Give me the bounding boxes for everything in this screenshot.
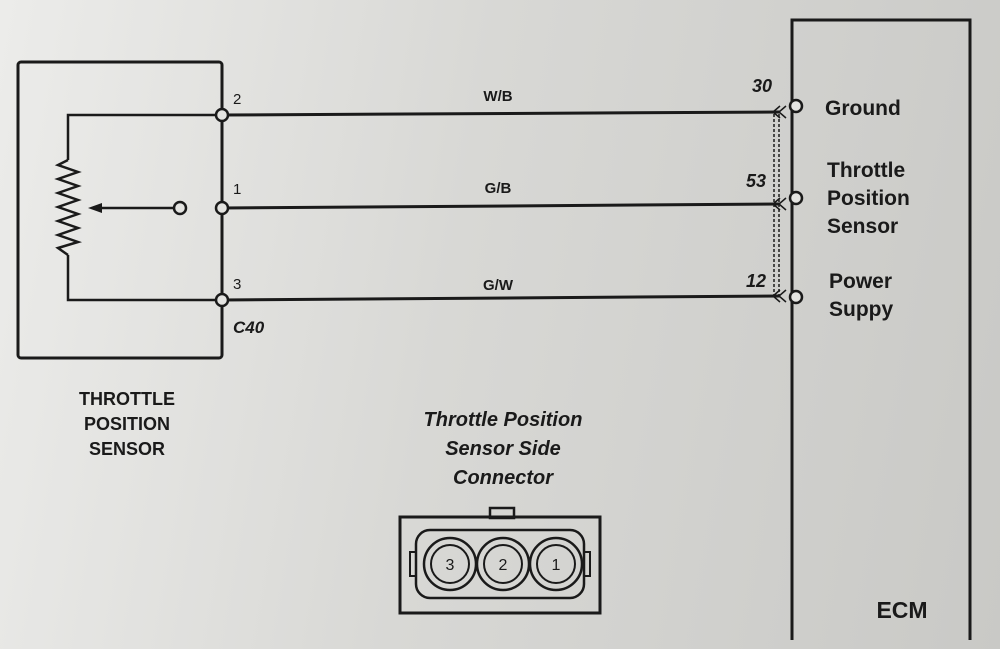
internal-wire-top [66, 113, 222, 160]
sensor-box [16, 60, 224, 360]
connector-pin-number: 2 [499, 557, 508, 574]
pin-label: 3 [233, 276, 241, 293]
ecm-signal-label: Sensor [827, 215, 898, 238]
ecm-box [790, 18, 972, 640]
ecm-label: ECM [876, 597, 927, 623]
internal-wire-bottom [66, 255, 222, 302]
connector-view-title: Throttle Position [424, 409, 583, 431]
connector-pin-number: 3 [446, 557, 455, 574]
sensor-name: SENSOR [89, 439, 165, 459]
ecm-signal-label: Power [829, 270, 892, 293]
wire-color-label: W/B [483, 88, 512, 105]
sensor-name: POSITION [84, 414, 170, 434]
connector-arrows [771, 105, 787, 303]
ecm-pin-number: 53 [746, 171, 766, 191]
connector-pin-number: 1 [552, 557, 561, 574]
pin-label: 2 [233, 91, 241, 108]
wire-color-label: G/W [483, 277, 514, 294]
connector-view-title: Sensor Side [445, 438, 561, 460]
connector-face [398, 506, 602, 615]
ecm-signal-label: Throttle [827, 159, 905, 182]
wire-color-label: G/B [485, 180, 512, 197]
terminals [172, 98, 804, 308]
ecm-pin-number: 30 [752, 76, 772, 96]
sensor-name: THROTTLE [79, 389, 175, 409]
connector-id: C40 [233, 318, 265, 337]
wiper-arrow-icon [88, 203, 102, 213]
ecm-signal-label: Position [827, 187, 910, 210]
wire-gb [221, 202, 781, 210]
connector-view-title: Connector [453, 467, 554, 489]
ecm-pin-number: 12 [746, 271, 766, 291]
wire-gw [221, 294, 781, 302]
resistor-icon [54, 158, 83, 257]
wire-wb [221, 110, 781, 117]
ecm-signal-label: Ground [825, 97, 901, 120]
ecm-signal-label: Suppy [829, 298, 893, 321]
pin-label: 1 [233, 181, 241, 198]
